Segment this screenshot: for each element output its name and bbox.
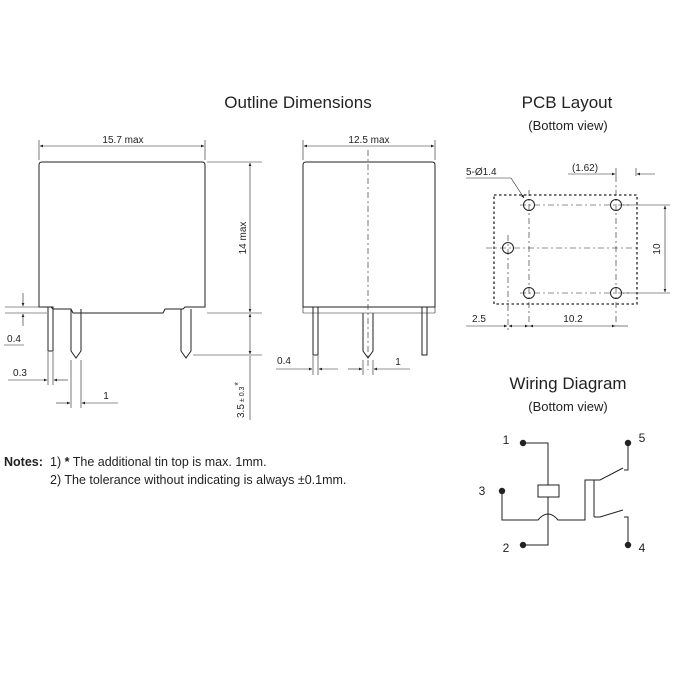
dim-pin-thick: 0.3 (13, 368, 27, 379)
pcb-title: PCB Layout (522, 93, 613, 112)
note-row: Notes: 1) * The additional tin top is max… (4, 453, 346, 471)
note-number: 2) (50, 473, 62, 487)
pcb-hole (523, 287, 535, 299)
dim-depth: 12.5 max (348, 135, 389, 146)
pcb-dim-top: (1.62) (572, 163, 598, 174)
pin-label: 5 (639, 431, 646, 445)
pcb-holes-label: 5-Ø1.4 (466, 167, 497, 178)
dim-pin-length: 3.5± 0.3* (233, 382, 247, 418)
pcb-hole (523, 199, 535, 211)
pcb-dim-right: 10 (652, 243, 663, 255)
wiring-diagram: Wiring Diagram (Bottom view) 1 2 3 4 5 (479, 374, 646, 555)
notes-label: Notes: (4, 455, 43, 469)
notes-block: Notes: 1) * The additional tin top is max… (4, 453, 346, 489)
dim-pin-offset: 0.4 (7, 334, 21, 345)
pcb-layout: PCB Layout (Bottom view) 5-Ø1.4 (1.62) 1… (466, 93, 670, 330)
outline-title: Outline Dimensions (224, 93, 371, 112)
pcb-hole (610, 199, 622, 211)
dim-pin-width: 1 (103, 391, 109, 402)
pcb-hole (502, 242, 514, 254)
dim-side-pin-width: 1 (395, 357, 401, 368)
pcb-subtitle: (Bottom view) (528, 118, 607, 133)
front-view: 15.7 max 14 max 3.5± 0.3* 0.4 0.3 1 (4, 135, 262, 420)
wiring-title: Wiring Diagram (509, 374, 626, 393)
pcb-outline (493, 194, 638, 305)
side-view: 12.5 max 0.4 1 (276, 135, 436, 375)
pcb-dim-left: 2.5 (472, 314, 486, 325)
note-text: The additional tin top is max. 1mm. (69, 455, 267, 469)
note-text: The tolerance without indicating is alwa… (64, 473, 347, 487)
coil-symbol (537, 484, 560, 498)
dim-height: 14 max (238, 222, 249, 255)
dim-side-offset: 0.4 (277, 356, 291, 367)
pin-label: 4 (639, 541, 646, 555)
wiring-subtitle: (Bottom view) (528, 399, 607, 414)
pin-label: 3 (479, 484, 486, 498)
pcb-hole (610, 287, 622, 299)
note-mark: * (64, 455, 70, 469)
pin-label: 2 (503, 541, 510, 555)
pcb-dim-bottom: 10.2 (563, 314, 583, 325)
note-number: 1) (50, 455, 62, 469)
pin-label: 1 (503, 433, 510, 447)
dim-width: 15.7 max (102, 135, 143, 146)
note-row: 2) The tolerance without indicating is a… (4, 471, 346, 489)
